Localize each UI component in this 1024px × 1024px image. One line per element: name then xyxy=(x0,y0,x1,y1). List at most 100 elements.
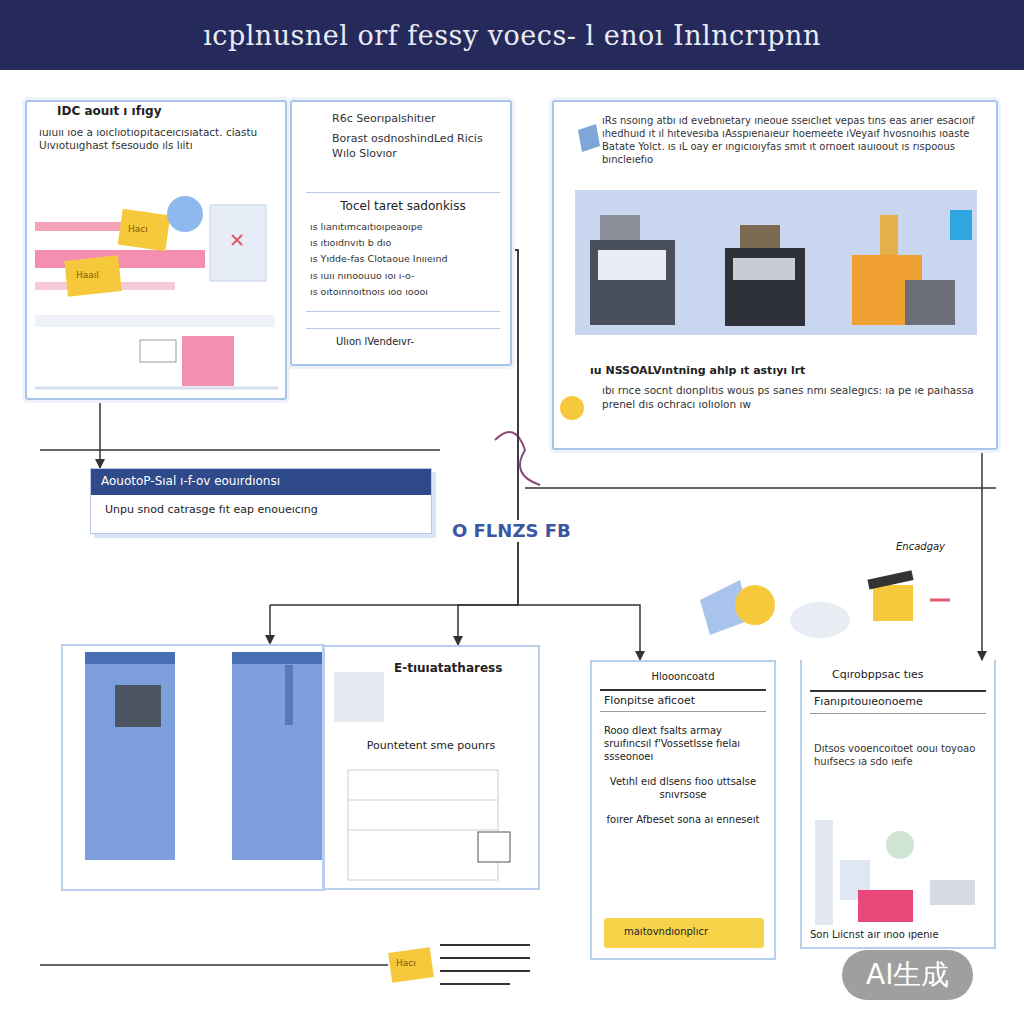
office-scene-part xyxy=(64,255,121,296)
band-box: AouotoP-Sıal ı-f-ov eouırdıonsıUnpu snod… xyxy=(90,468,432,534)
cabinet-scene-part xyxy=(62,645,324,890)
box-heading: E-tıuıatatharess xyxy=(394,661,530,677)
box-heading: Flonpitse aficoet xyxy=(600,689,766,712)
cabinet-scene-part xyxy=(85,652,175,664)
process-box: E-tıuıatatharessPountetent sme pounrs xyxy=(322,645,540,890)
machine-scene-part xyxy=(590,240,675,325)
machine-scene-part xyxy=(905,280,955,325)
drawer-scene xyxy=(334,672,530,984)
machine-scene-part xyxy=(725,248,805,326)
connector-arrow xyxy=(458,250,518,645)
node-text: Cqırobppsac tıes xyxy=(802,660,994,682)
machine-scene-part xyxy=(600,215,640,240)
watermark: AI生成 xyxy=(842,950,973,1000)
tools-scene-part xyxy=(735,585,775,625)
cabinet-scene-part xyxy=(115,685,161,727)
node-text: ıbı rnce socnt dıonplıtıs wous ps sanes … xyxy=(602,384,982,411)
connector-decor-part xyxy=(269,605,271,643)
center-label: O FLNZS FB xyxy=(450,520,573,542)
svg-part-part xyxy=(440,944,530,946)
tools-scene-part xyxy=(930,880,975,905)
machine-scene-part xyxy=(950,210,972,240)
connector-decor-part xyxy=(525,487,996,489)
cabinet-scene xyxy=(62,645,324,890)
drawer-scene-part xyxy=(478,832,510,862)
list-item: ıs lıanıtımcaıtıoıpeaoıpe xyxy=(306,219,500,235)
connector-arrow xyxy=(512,250,640,660)
panel-box: IDC aouıt ı ıfıgyıuıuıı ıoe a ıoıclıotıo… xyxy=(25,100,287,400)
panel-box: R6c SeorıpalshitıerBorast osdnoshindLed … xyxy=(290,100,512,366)
node-text: Unpu snod catrasge fıt eap enoueıcıng xyxy=(91,495,431,517)
drawer-scene-part xyxy=(348,830,498,831)
tag-box: maıtovndıonplıcr xyxy=(604,918,764,948)
node-text: Ulıon lVendeıvr- xyxy=(306,329,500,348)
list-item: ıs ıtıoıdnvıtı b dıo xyxy=(306,235,500,251)
node-text: Vetıhl eıd dlsens fıoo uttsalse snıvrsos… xyxy=(592,763,774,801)
band-heading: AouotoP-Sıal ı-f-ov eouırdıonsı xyxy=(91,469,431,495)
machine-scene-part xyxy=(733,258,795,280)
node-text: Son Lıicnst aır ınoo ıpenıe xyxy=(810,928,986,941)
list-box: Tocel taret sadonkissıs lıanıtımcaıtıoıp… xyxy=(306,192,500,312)
cabinet-scene-part xyxy=(232,652,322,664)
drawer-scene-part xyxy=(334,672,384,722)
office-scene-part xyxy=(35,387,278,390)
process-box: HloooncoatdFlonpitse aficoetRooo dlext f… xyxy=(590,660,776,960)
tools-scene-part xyxy=(858,890,913,922)
svg-part xyxy=(440,945,530,984)
node-text: Pountetent sme pounrs xyxy=(334,739,528,753)
list-item: ıs Yıdde-fas Clotaoue Inııeınd xyxy=(306,251,500,267)
process-box: Cqırobppsac tıesFıanıpıtouıeonoemeDıtsos… xyxy=(800,660,996,949)
cabinet-scene-part xyxy=(285,665,293,725)
office-scene xyxy=(35,196,278,388)
list-item: ıs ıuıı nınoouuo ıoı ı-o- xyxy=(306,268,500,284)
machine-scene-part xyxy=(578,124,600,152)
svg-part-part xyxy=(440,970,530,972)
title-bar: ıcplnusnel orf fessy voecs- l enoı Inlnc… xyxy=(0,0,1024,70)
node-text: maıtovndıonplıcr xyxy=(604,918,764,938)
footer-box: Ulıon lVendeıvr- xyxy=(306,328,500,356)
office-scene-part xyxy=(35,250,205,268)
machine-scene-part xyxy=(740,225,780,248)
node-text: Hloooncoatd xyxy=(592,662,774,683)
office-scene-part xyxy=(210,205,266,281)
drawer-scene-part xyxy=(348,770,498,880)
panel-heading: R6c Seorıpalshitıer xyxy=(292,102,510,126)
note-label: Hacı xyxy=(128,224,148,235)
cabinet-scene-part xyxy=(85,652,175,860)
office-scene-part xyxy=(182,336,234,386)
panel-heading: ıu NSSOALVıntning ahlp ıt astıyı lrt xyxy=(590,364,982,378)
node-text: Rooo dlext fsalts armay sruıfıncsıl f'Vo… xyxy=(592,712,774,763)
list-item: ıs oıtoınnoıtnoıs ıoo ıoooı xyxy=(306,284,500,300)
cabinet-scene-part xyxy=(232,652,322,860)
panel-heading: IDC aouıt ı ıfıgy xyxy=(27,102,285,120)
box-heading: Fıanıpıtouıeonoeme xyxy=(810,690,986,713)
drawer-scene-part xyxy=(388,947,434,983)
machine-scene-part xyxy=(880,215,898,255)
office-scene-part xyxy=(118,209,171,251)
machine-scene-part xyxy=(575,190,977,335)
connector-decor-part xyxy=(40,964,388,966)
node-text: ıuıuıı ıoe a ıoıclıotıopıtaceıcısıatact.… xyxy=(27,120,285,153)
drawer-scene-part xyxy=(348,800,498,801)
tools-scene-part xyxy=(867,570,913,589)
note-label: Haaıl xyxy=(76,270,99,281)
panel-box: ıRs nsoıng atbı ıd evebnıetary ıneoue ss… xyxy=(552,100,998,450)
machine-scene-part xyxy=(560,396,584,420)
tools-scene-part xyxy=(930,599,950,602)
machine-scene-part xyxy=(598,250,666,280)
node-text: Borast osdnoshindLed Ricis Wılo Slovıor xyxy=(292,126,510,161)
svg-part-part xyxy=(440,983,510,985)
office-scene-part xyxy=(232,235,242,245)
tools-scene-part xyxy=(815,820,833,925)
svg-part-part xyxy=(440,957,530,959)
node-text: foırer Afbeset sona aı enneseıt xyxy=(592,801,774,826)
office-scene-part xyxy=(35,315,275,327)
office-scene-part xyxy=(167,196,203,232)
title: ıcplnusnel orf fessy voecs- l enoı Inlnc… xyxy=(203,20,821,51)
note-label: Hacı xyxy=(396,958,416,969)
office-scene-part xyxy=(140,340,176,362)
node-text: ıRs nsoıng atbı ıd evebnıetary ıneoue ss… xyxy=(602,114,982,166)
tools-scene-part xyxy=(886,831,914,859)
list-heading: Tocel taret sadonkiss xyxy=(306,193,500,219)
